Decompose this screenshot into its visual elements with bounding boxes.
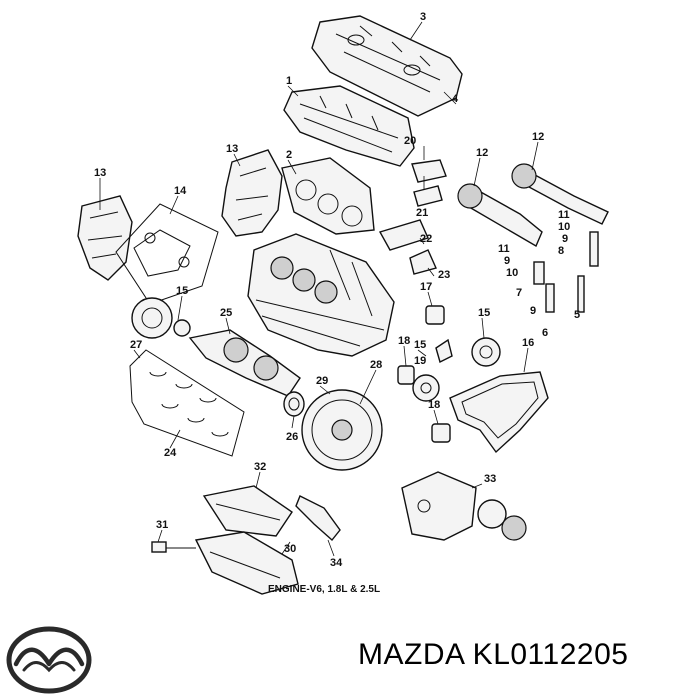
part-number-label: MAZDA KL0112205 [358,638,629,671]
callout-18a: 18 [398,335,410,347]
callout-15c: 15 [414,339,426,351]
callout-25: 25 [220,307,232,319]
tensioner-idlers [397,305,453,443]
bearing-set [129,349,245,457]
callout-16: 16 [522,337,534,349]
callout-22: 22 [420,233,432,245]
crank-pulley [131,297,191,339]
callout-5: 5 [574,309,580,321]
timing-cover-upper [221,149,283,237]
callout-32: 32 [254,461,266,473]
callout-34: 34 [330,557,343,569]
callout-19: 19 [414,355,426,367]
diagram-caption: ENGINE-V6, 1.8L & 2.5L [268,584,380,595]
callout-10b: 10 [506,267,518,279]
camshafts [457,163,609,248]
timing-pulleys [412,337,501,402]
callout-29: 29 [316,375,328,387]
engine-block [247,233,395,357]
flywheel [301,389,383,471]
callout-4: 4 [452,93,459,105]
callout-10a: 10 [558,221,570,233]
callout-18b: 18 [428,399,440,411]
callout-13b: 13 [94,167,106,179]
cylinder-head [283,85,415,167]
callout-6: 6 [542,327,548,339]
oil-pan [194,531,299,595]
callout-17: 17 [420,281,432,293]
valve-cover [311,15,463,117]
callout-27: 27 [130,339,142,351]
callout-30: 30 [284,543,296,555]
oil-pan-baffle [202,485,293,537]
callout-1: 1 [286,75,292,87]
timing-belt-cover-left [77,195,133,281]
valve-parts [533,231,599,313]
callout-13a: 13 [226,143,238,155]
oil-pump [401,471,527,541]
callout-21: 21 [416,207,428,219]
callout-12b: 12 [476,147,488,159]
callout-26: 26 [286,431,298,443]
oil-pickup [295,495,341,542]
callout-8: 8 [558,245,564,257]
callout-11a: 11 [558,209,570,221]
callout-3: 3 [420,11,426,23]
mazda-logo-icon [6,626,92,694]
engine-exploded-diagram: 1 2 3 4 5 6 7 8 9 9 9 10 10 11 11 12 12 … [77,11,609,595]
callout-15b: 15 [478,307,490,319]
callout-28: 28 [370,359,382,371]
callout-11b: 11 [498,243,510,255]
callout-20: 20 [404,135,416,147]
timing-belt [449,371,549,454]
head-gasket [281,157,375,235]
callout-labels: 1 2 3 4 5 6 7 8 9 9 9 10 10 11 11 12 12 … [94,11,580,569]
crankshaft [188,329,301,397]
callout-24: 24 [164,447,177,459]
gasket-set [115,203,219,305]
callout-leaders [99,21,539,557]
callout-14: 14 [174,185,187,197]
callout-23: 23 [438,269,450,281]
callout-31: 31 [156,519,168,531]
callout-15a: 15 [176,285,188,297]
oil-level-sensor [151,541,196,553]
rear-main-seal [283,391,305,417]
callout-9a: 9 [562,233,568,245]
rocker-arms [378,159,447,275]
callout-33: 33 [484,473,496,485]
callout-9b: 9 [504,255,510,267]
callout-9c: 9 [530,305,536,317]
callout-2: 2 [286,149,292,161]
callout-7: 7 [516,287,522,299]
callout-12a: 12 [532,131,544,143]
